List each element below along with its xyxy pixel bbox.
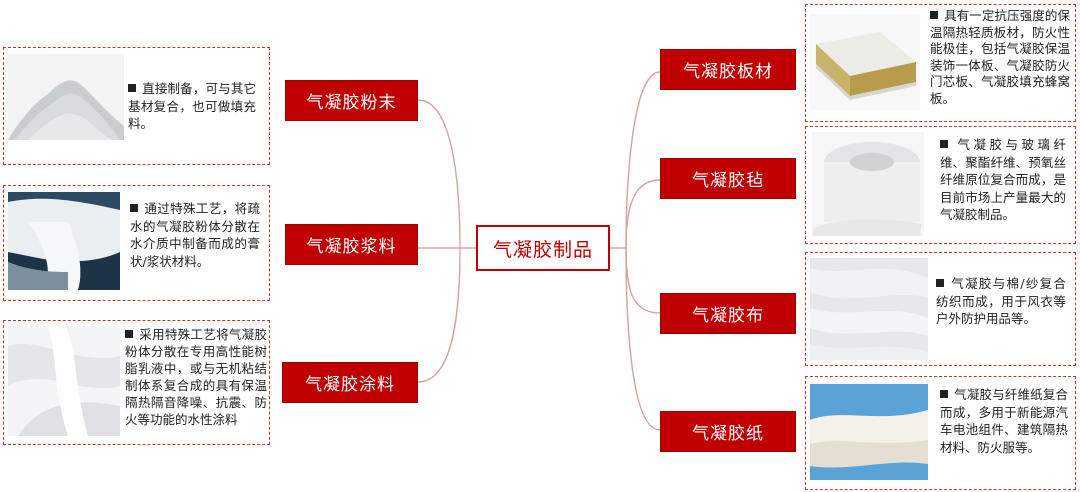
cloth-desc-text: 气凝胶与棉/纱复合纺织而成，用于风衣等户外防护用品等。	[936, 276, 1066, 326]
bullet-icon	[930, 11, 938, 19]
powder-desc-text: 直接制备，可与其它基材复合，也可做填充料。	[128, 81, 256, 131]
powder-desc: 直接制备，可与其它基材复合，也可做填充料。	[128, 80, 256, 133]
powder-label: 气凝胶粉末	[285, 80, 418, 121]
paper-image	[810, 384, 928, 480]
board-desc: 具有一定抗压强度的保温隔热轻质板材，防火性能极佳，包括气凝胶保温装饰一体板、气凝…	[930, 8, 1070, 107]
powder-image	[8, 54, 124, 140]
slurry-desc-text: 通过特殊工艺，将疏水的气凝胶粉体分散在水介质中制备而成的膏状/浆状材料。	[130, 201, 260, 269]
paper-desc-text: 气凝胶与纤维纸复合而成，多用于新能源汽车电池组件、建筑隔热材料、防火服等。	[940, 387, 1068, 455]
felt-label: 气凝胶毡	[660, 158, 796, 199]
bullet-icon	[940, 390, 948, 398]
center-node: 气凝胶制品	[476, 225, 610, 271]
slurry-label: 气凝胶浆料	[285, 224, 418, 265]
board-image	[810, 14, 920, 110]
slurry-image	[8, 192, 120, 290]
bullet-icon	[128, 84, 136, 92]
cloth-desc: 气凝胶与棉/纱复合纺织而成，用于风衣等户外防护用品等。	[936, 275, 1066, 328]
coating-label: 气凝胶涂料	[282, 362, 418, 403]
felt-image	[812, 132, 924, 236]
bullet-icon	[936, 279, 944, 287]
coating-desc-text: 采用特殊工艺将气凝胶粉体分散在专用高性能树脂乳液中，或与无机粘结制体系复合成的具…	[125, 327, 267, 427]
slurry-desc: 通过特殊工艺，将疏水的气凝胶粉体分散在水介质中制备而成的膏状/浆状材料。	[130, 200, 260, 270]
board-desc-text: 具有一定抗压强度的保温隔热轻质板材，防火性能极佳，包括气凝胶保温装饰一体板、气凝…	[930, 8, 1070, 106]
cloth-image	[810, 258, 928, 360]
felt-desc-text: 气凝胶与玻璃纤维、聚酯纤维、预氧丝纤维原位复合而成，是目前市场上产量最大的气凝胶…	[940, 137, 1066, 222]
bullet-icon	[125, 330, 133, 338]
cloth-label: 气凝胶布	[660, 293, 796, 334]
coating-desc: 采用特殊工艺将气凝胶粉体分散在专用高性能树脂乳液中，或与无机粘结制体系复合成的具…	[125, 326, 267, 428]
bullet-icon	[130, 204, 138, 212]
paper-label: 气凝胶纸	[660, 411, 796, 452]
coating-image	[8, 326, 120, 436]
felt-desc: 气凝胶与玻璃纤维、聚酯纤维、预氧丝纤维原位复合而成，是目前市场上产量最大的气凝胶…	[940, 136, 1066, 224]
board-label: 气凝胶板材	[660, 49, 796, 90]
bullet-icon	[940, 140, 948, 148]
paper-desc: 气凝胶与纤维纸复合而成，多用于新能源汽车电池组件、建筑隔热材料、防火服等。	[940, 386, 1068, 456]
